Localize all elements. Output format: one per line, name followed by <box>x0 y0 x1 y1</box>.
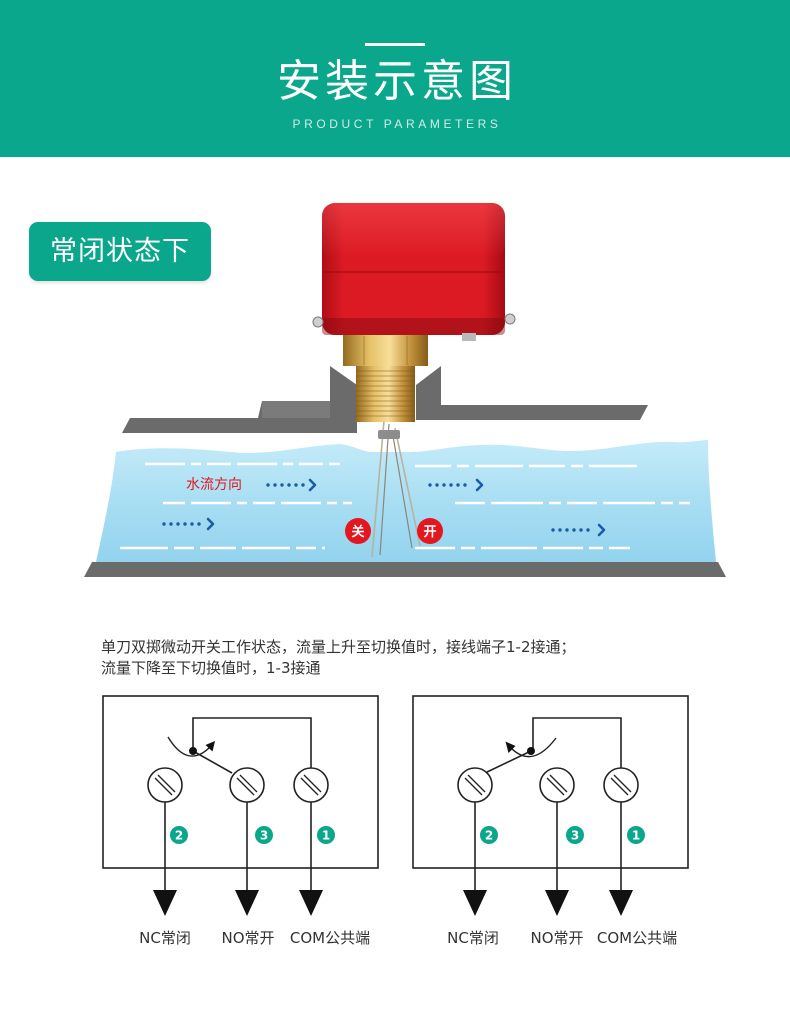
terminal-label: NC常闭 <box>139 929 191 947</box>
switch-lever <box>484 750 532 774</box>
terminal-number: 3 <box>571 829 579 843</box>
common-wire <box>192 717 312 768</box>
water-body <box>96 440 716 562</box>
screw-terminal-icon <box>457 767 493 803</box>
down-arrow-icon <box>299 890 323 916</box>
threaded-stem <box>356 366 415 422</box>
pipe-bottom-wall <box>84 562 726 577</box>
switch-housing <box>312 203 516 341</box>
terminal-label: NO常开 <box>221 929 274 947</box>
switch-direction-arc <box>167 736 212 757</box>
housing-screw-icon <box>312 316 324 328</box>
description-line: 单刀双掷微动开关工作状态，流量上升至切换值时，接线端子1-2接通； <box>101 638 576 656</box>
terminal-number: 2 <box>485 829 493 843</box>
terminal-number: 3 <box>260 829 268 843</box>
screw-terminal-icon <box>293 767 329 803</box>
terminal-number-badge <box>480 826 498 844</box>
terminal-number-badge <box>170 826 188 844</box>
description-line: 流量下降至下切换值时，1-3接通 <box>101 659 321 677</box>
housing-screw-icon <box>504 313 516 325</box>
terminal-label: NC常闭 <box>447 929 499 947</box>
housing-base-shadow <box>322 318 505 335</box>
wiring-diagram-right: 2 NC常闭 3 NO常开 <box>412 695 689 947</box>
paddle-blade-line <box>371 420 385 558</box>
switch-pivot-dot <box>527 747 535 755</box>
closed-marker-text: 关 <box>351 524 364 540</box>
closed-marker: 关 <box>345 518 371 544</box>
terminal-number-badge <box>317 826 335 844</box>
pipe-socket-step <box>262 401 330 418</box>
flow-paddle <box>371 420 421 558</box>
flow-arrow-icon <box>428 478 484 492</box>
terminal-number: 2 <box>175 829 183 843</box>
wiring-diagram-left: 2 NC常闭 3 NO常开 <box>102 695 379 947</box>
pipe-top-wall-right <box>416 366 648 420</box>
page-subtitle: PRODUCT PARAMETERS <box>292 117 502 131</box>
paddle-blade-line <box>394 427 421 547</box>
open-marker-badge <box>417 518 443 544</box>
switch-pivot-dot <box>189 747 197 755</box>
terminal-label: COM公共端 <box>290 929 370 947</box>
flow-arrow-icon <box>551 523 606 537</box>
screw-terminal-icon <box>603 767 639 803</box>
terminal-nc: 2 NC常闭 <box>139 767 191 947</box>
thread-lines <box>356 370 415 417</box>
down-arrow-icon <box>463 890 487 916</box>
flow-direction-label: 水流方向 <box>186 477 242 493</box>
state-badge: 常闭状态下 <box>29 222 211 281</box>
screw-terminal-icon <box>539 767 575 803</box>
paddle-blade-line <box>379 423 390 556</box>
terminal-number-badge <box>255 826 273 844</box>
wiring-diagrams: 2 NC常闭 3 NO常开 <box>102 695 689 947</box>
switch-direction-arc <box>509 737 557 758</box>
wiring-diagram-frame <box>102 695 379 869</box>
common-wire <box>532 717 622 768</box>
flow-switch-installation-illustration: 水流方向 关 <box>84 203 726 577</box>
flow-arrow-icon <box>162 517 215 531</box>
down-arrow-icon <box>545 890 569 916</box>
terminal-number: 1 <box>632 829 640 843</box>
terminal-number-badge <box>566 826 584 844</box>
open-marker: 开 <box>417 518 443 544</box>
screw-terminal-icon <box>147 767 183 803</box>
terminal-label: NO常开 <box>530 929 583 947</box>
title-decoration-line <box>365 43 425 46</box>
closed-marker-badge <box>345 518 371 544</box>
terminal-label: COM公共端 <box>597 929 677 947</box>
hex-nut <box>343 335 428 366</box>
housing-bracket <box>462 333 476 341</box>
down-arrow-icon <box>235 890 259 916</box>
terminal-number-badge <box>627 826 645 844</box>
flow-arrow-icon <box>266 478 317 492</box>
down-arrow-icon <box>153 890 177 916</box>
terminal-number: 1 <box>322 829 330 843</box>
terminal-com: 1 COM公共端 <box>290 767 370 947</box>
terminal-no: 3 NO常开 <box>530 767 584 947</box>
curved-arrow-icon <box>505 741 516 753</box>
housing-lid-highlight <box>322 203 505 258</box>
terminal-nc: 2 NC常闭 <box>447 767 499 947</box>
paddle-blade-line <box>391 429 413 549</box>
down-arrow-icon <box>609 890 633 916</box>
pipe-top-wall-left <box>122 366 357 433</box>
curved-arrow-icon <box>205 741 215 752</box>
screw-terminal-icon <box>229 767 265 803</box>
switch-description: 单刀双掷微动开关工作状态，流量上升至切换值时，接线端子1-2接通； 流量下降至下… <box>101 637 721 679</box>
page-title: 安装示意图 <box>277 56 517 107</box>
paddle-clamp <box>378 430 400 439</box>
terminal-no: 3 NO常开 <box>221 767 275 947</box>
wiring-diagram-frame <box>412 695 689 869</box>
terminal-com: 1 COM公共端 <box>597 767 677 947</box>
open-marker-text: 开 <box>423 525 436 540</box>
header-banner: 安装示意图 PRODUCT PARAMETERS <box>0 0 790 157</box>
